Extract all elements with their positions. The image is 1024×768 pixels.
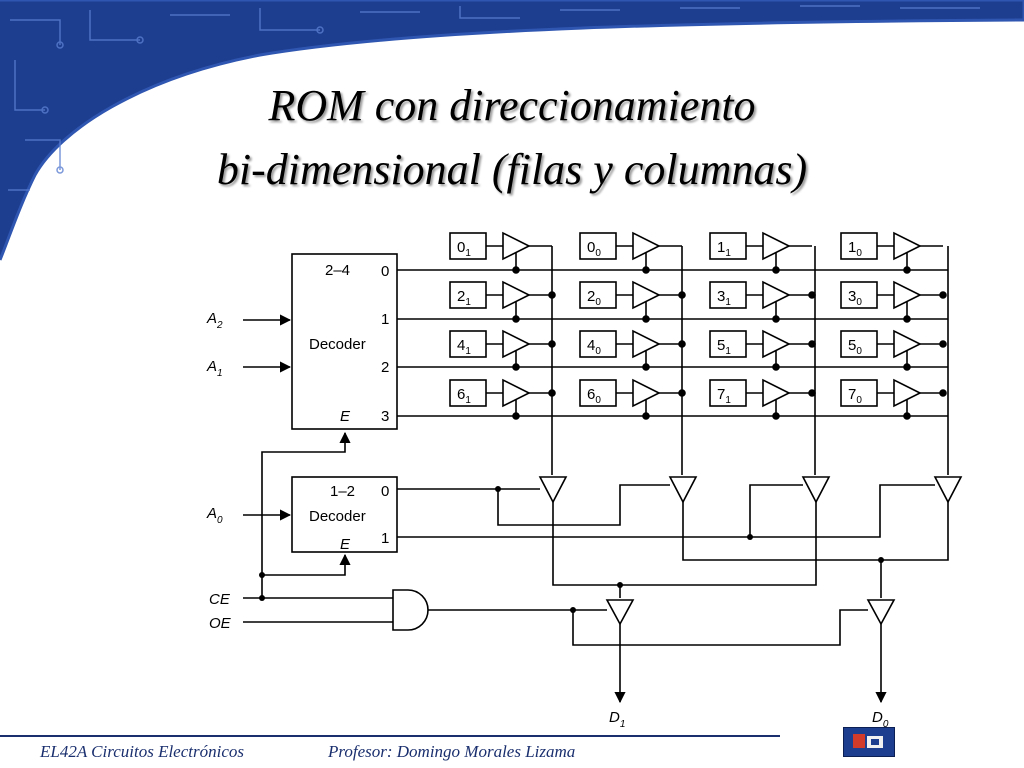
memory-cell: 01 [449,231,552,274]
memory-cell: 20 [579,280,686,323]
output-buffer-d0 [866,599,896,626]
cell-label: 31 [717,288,731,308]
cell-buffer [632,280,661,310]
cell-label: 40 [587,337,601,357]
input-a2-label: A2 [206,310,223,331]
decoder-2-4-out-2: 2 [381,359,389,376]
cell-buffer [893,280,922,310]
memory-cell: 31 [709,280,816,323]
cell-label: 10 [848,239,862,259]
d0-merge-wire [682,502,949,561]
decoder-1-2-name: Decoder [309,508,366,525]
decoder-1-2-enable: E [340,536,351,553]
output-d0-label: D0 [872,709,889,730]
memory-cell: 00 [579,231,682,274]
cell-label: 30 [848,288,862,308]
ce-to-decoder-1-2 [262,553,351,576]
cell-label: 11 [717,239,731,259]
memory-cell: 41 [449,329,556,371]
cell-buffer [502,329,531,359]
memory-cell: 51 [709,329,816,371]
cell-buffer [632,231,661,261]
memory-cell: 50 [840,329,947,371]
cell-label: 60 [587,386,601,406]
cell-label: 50 [848,337,862,357]
cell-label: 61 [457,386,471,406]
memory-cell: 71 [709,378,816,420]
cell-buffer [502,231,531,261]
university-logo [843,727,895,757]
column-buffer-2 [668,476,698,504]
decoder-2-4-box [291,253,398,430]
footer-course: EL42A Circuitos Electrónicos [40,742,244,761]
memory-cell: 11 [709,231,812,274]
memory-cell: 60 [579,378,686,420]
cell-buffer [762,378,791,408]
input-a1-label: A1 [206,358,223,379]
ce-to-decoder-2-4 [261,431,351,598]
decoder-1-2-box [291,476,398,553]
input-ce-label: CE [209,591,231,608]
d1-merge-wire [552,502,817,586]
slide-title-line-2: bi-dimensional (filas y columnas) [216,145,808,194]
cell-label: 00 [587,239,601,259]
memory-cell: 70 [840,378,947,420]
cell-label: 21 [457,288,471,308]
decoder-1-2-out-1: 1 [381,530,389,547]
memory-cell: 21 [449,280,556,323]
cell-label: 51 [717,337,731,357]
decoder-2-4-out-0: 0 [381,263,389,280]
footer-divider [0,735,780,737]
cell-label: 71 [717,386,731,406]
cell-buffer [632,329,661,359]
decoder-2-4-enable: E [340,408,351,425]
cell-label: 41 [457,337,471,357]
and-gate [392,589,429,631]
cell-label: 20 [587,288,601,308]
output-d1-label: D1 [609,709,625,730]
decoder-1-2-type: 1–2 [330,483,355,500]
decoder-2-4-out-1: 1 [381,311,389,328]
cell-buffer [762,231,791,261]
input-a0-label: A0 [206,505,223,526]
column-buffer-3 [801,476,831,504]
cell-label: 01 [457,239,471,259]
column-buffer-1 [538,476,568,504]
memory-cell: 30 [840,280,947,323]
slide-title-line-1: ROM con direccionamiento [268,81,756,130]
cell-buffer [502,378,531,408]
cell-buffer [762,329,791,359]
output-buffer-d1 [605,599,635,626]
junction-dots [259,486,884,613]
cell-label: 70 [848,386,862,406]
memory-cell: 10 [840,231,943,274]
cell-buffer [502,280,531,310]
cell-buffer [893,378,922,408]
column-buffer-4 [933,476,963,504]
memory-cell: 61 [449,378,556,420]
cell-buffer [762,280,791,310]
banner-circuit-pattern [8,5,980,191]
footer-professor: Profesor: Domingo Morales Lizama [328,742,576,761]
input-oe-label: OE [209,615,232,632]
cell-buffer [893,231,922,261]
decoder-2-4-name: Decoder [309,336,366,353]
oe-enable-wire [428,609,868,646]
cell-buffer [893,329,922,359]
decoder-1-2-out-0: 0 [381,483,389,500]
memory-cell: 40 [579,329,686,371]
decoder-2-4-type: 2–4 [325,262,350,279]
cell-buffer [632,378,661,408]
decoder-2-4-out-3: 3 [381,408,389,425]
